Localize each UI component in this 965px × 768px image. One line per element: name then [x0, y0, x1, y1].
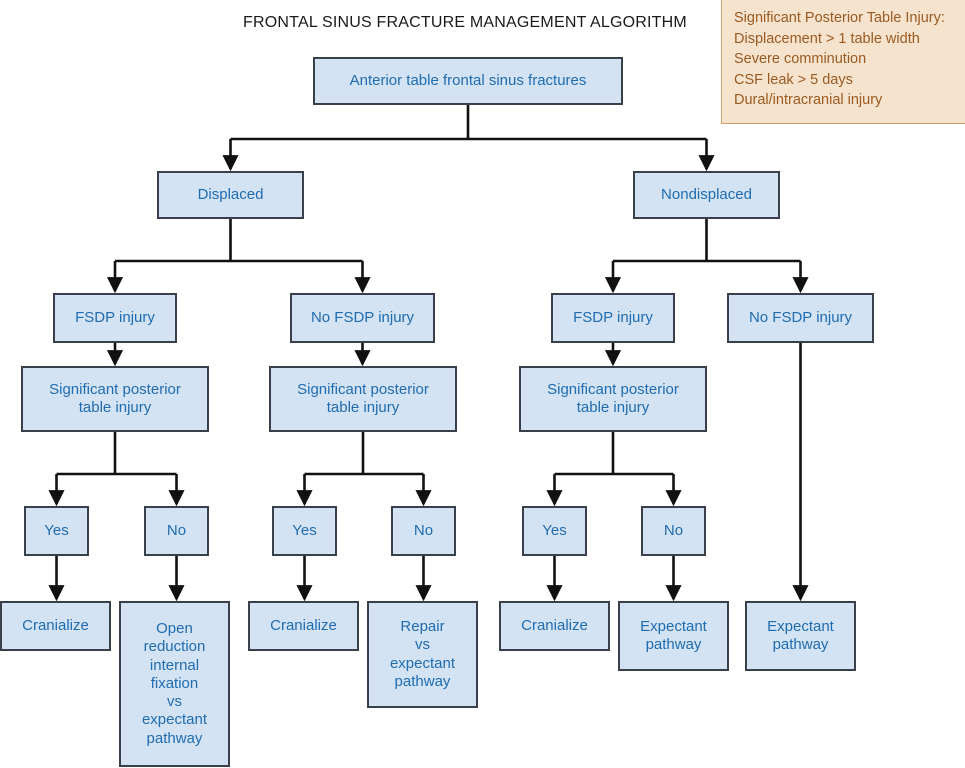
flow-node-out-4[interactable]: Repair vs expectant pathway [367, 601, 478, 708]
flow-node-no-3[interactable]: No [641, 506, 706, 556]
page-title: FRONTAL SINUS FRACTURE MANAGEMENT ALGORI… [243, 14, 687, 31]
flow-node-n-fsdp[interactable]: FSDP injury [551, 293, 675, 343]
flow-node-no-2[interactable]: No [391, 506, 456, 556]
legend-panel: Significant Posterior Table Injury: Disp… [721, 0, 965, 124]
flow-node-spti-2[interactable]: Significant posterior table injury [269, 366, 457, 432]
flow-node-disp[interactable]: Displaced [157, 171, 304, 219]
flow-node-out-6[interactable]: Expectant pathway [618, 601, 729, 671]
flow-node-yes-3[interactable]: Yes [522, 506, 587, 556]
flow-node-out-1[interactable]: Cranialize [0, 601, 111, 651]
legend-criterion: Displacement > 1 table width [734, 30, 920, 47]
flow-node-yes-1[interactable]: Yes [24, 506, 89, 556]
flow-node-nondisp[interactable]: Nondisplaced [633, 171, 780, 219]
flow-node-no-1[interactable]: No [144, 506, 209, 556]
legend-criterion: Severe comminution [734, 51, 867, 68]
legend-criterion: Dural/intracranial injury [734, 92, 883, 109]
legend-criterion: CSF leak > 5 days [734, 71, 853, 88]
flow-node-out-3[interactable]: Cranialize [248, 601, 359, 651]
flow-node-d-fsdp[interactable]: FSDP injury [53, 293, 177, 343]
legend-title: Significant Posterior Table Injury: [734, 10, 945, 26]
flow-node-spti-3[interactable]: Significant posterior table injury [519, 366, 707, 432]
flow-node-n-nofsdp[interactable]: No FSDP injury [727, 293, 874, 343]
flow-node-d-nofsdp[interactable]: No FSDP injury [290, 293, 435, 343]
flow-node-out-5[interactable]: Cranialize [499, 601, 610, 651]
flow-node-out-2[interactable]: Open reduction internal fixation vs expe… [119, 601, 230, 767]
flow-node-yes-2[interactable]: Yes [272, 506, 337, 556]
flow-node-spti-1[interactable]: Significant posterior table injury [21, 366, 209, 432]
flow-node-out-7[interactable]: Expectant pathway [745, 601, 856, 671]
flow-node-root[interactable]: Anterior table frontal sinus fractures [313, 57, 623, 105]
